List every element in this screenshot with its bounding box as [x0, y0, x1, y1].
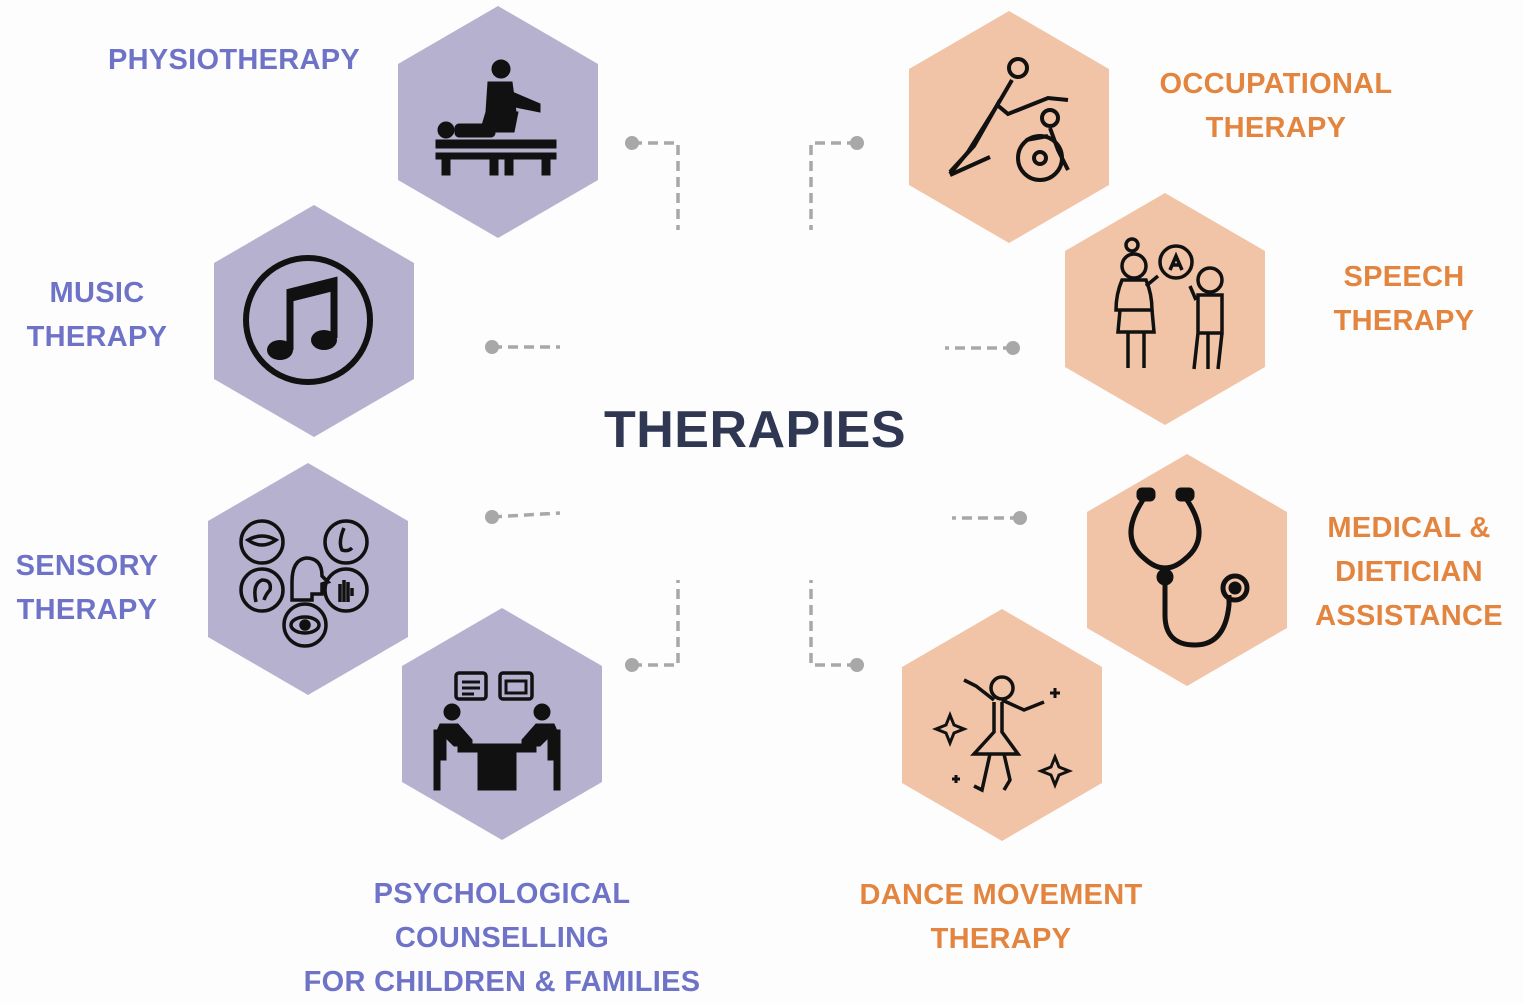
dancer-icon [931, 675, 1074, 793]
label-psychological: PSYCHOLOGICAL COUNSELLING FOR CHILDREN &… [303, 878, 701, 998]
label-speech: SPEECH THERAPY [1333, 261, 1475, 337]
hex-sensory [208, 463, 408, 695]
massage-table-icon [435, 59, 557, 176]
label-occupational: OCCUPATIONAL THERAPY [1159, 68, 1393, 144]
stethoscope-icon [1128, 487, 1250, 648]
label-sensory: SENSORY THERAPY [15, 550, 159, 626]
speech-conversation-icon [1114, 237, 1224, 370]
connector-dots [485, 136, 1027, 672]
counselling-table-icon [433, 671, 561, 791]
connector-physiotherapy [632, 141, 680, 230]
label-dance: DANCE MOVEMENT THERAPY [859, 879, 1143, 955]
connector-occupational [809, 141, 857, 230]
hex-speech [1065, 193, 1265, 425]
connectors [491, 141, 1020, 667]
five-senses-icon [239, 519, 369, 648]
hex-occupational [909, 11, 1109, 243]
label-music: MUSIC THERAPY [26, 277, 168, 353]
connector-psychological [632, 580, 680, 667]
connector-sensory [491, 511, 561, 519]
label-medical: MEDICAL & DIETICIAN ASSISTANCE [1315, 512, 1503, 632]
connector-dance [809, 580, 857, 667]
label-physiotherapy: PHYSIOTHERAPY [108, 44, 361, 76]
music-note-icon [243, 255, 373, 385]
hex-psychological [402, 608, 602, 840]
wheelchair-assist-icon [948, 57, 1070, 182]
hex-music [214, 205, 414, 437]
page-title: THERAPIES [603, 401, 907, 459]
